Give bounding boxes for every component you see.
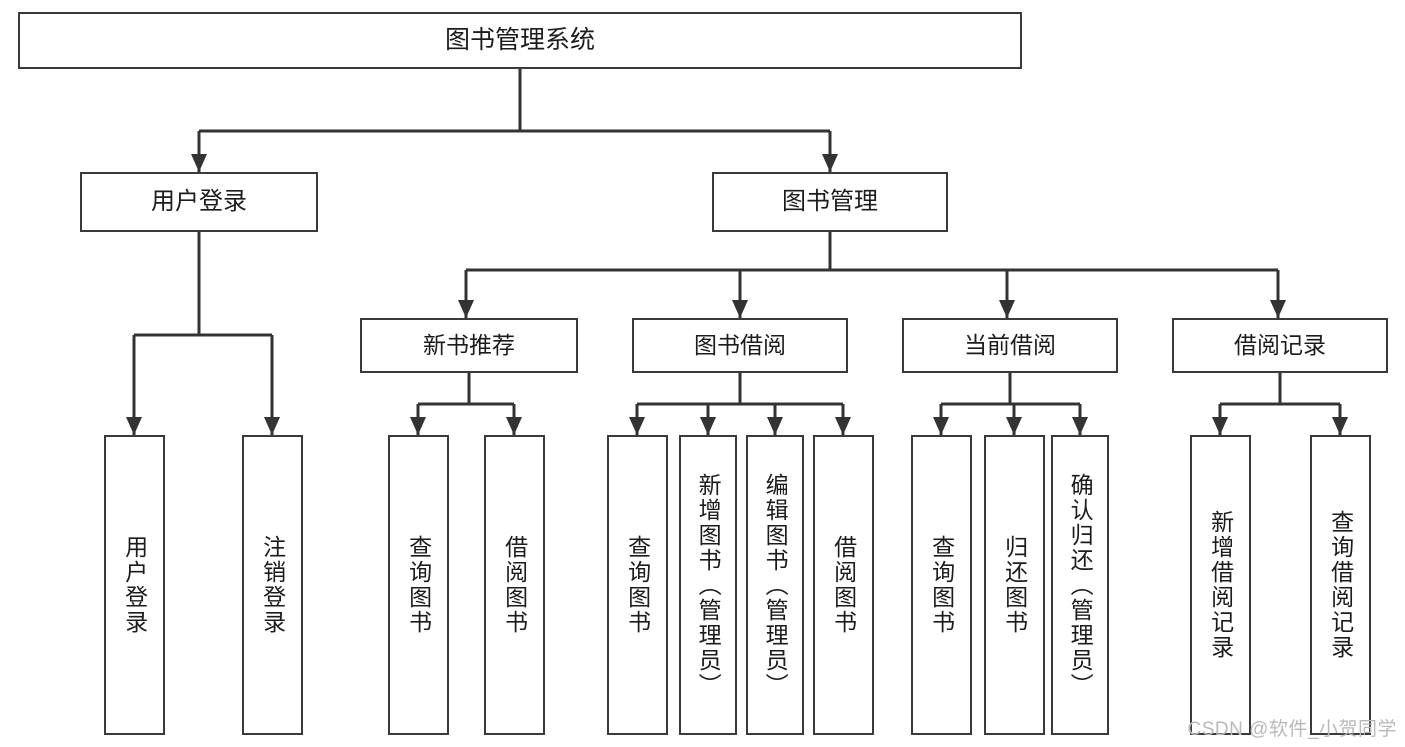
node-label: 注销登录 xyxy=(259,535,286,635)
arrowhead-icon xyxy=(822,154,838,172)
arrowhead-icon xyxy=(1270,300,1286,318)
node-label: 新增借阅记录 xyxy=(1207,510,1234,660)
arrowhead-icon xyxy=(767,417,783,435)
node-leaf-borrow-book-2[interactable]: 借阅图书 xyxy=(813,435,874,735)
node-label: 用户登录 xyxy=(151,187,247,215)
arrowhead-icon xyxy=(458,300,474,318)
node-leaf-confirm-return[interactable]: 确认归还（管理员） xyxy=(1051,435,1109,735)
arrowhead-icon xyxy=(700,417,716,435)
node-label: 借阅图书 xyxy=(830,535,857,635)
node-leaf-user-login[interactable]: 用户登录 xyxy=(104,435,165,735)
arrowhead-icon xyxy=(629,417,645,435)
node-borrow-record[interactable]: 借阅记录 xyxy=(1172,318,1388,373)
arrowhead-icon xyxy=(999,300,1015,318)
node-leaf-query-record[interactable]: 查询借阅记录 xyxy=(1310,435,1371,735)
arrowhead-icon xyxy=(1006,417,1022,435)
arrowhead-icon xyxy=(1332,417,1348,435)
node-leaf-query-book-1[interactable]: 查询图书 xyxy=(388,435,449,735)
arrowhead-icon xyxy=(1072,417,1088,435)
arrowhead-icon xyxy=(835,417,851,435)
node-leaf-user-logout[interactable]: 注销登录 xyxy=(242,435,303,735)
node-label: 查询借阅记录 xyxy=(1327,510,1354,660)
node-label: 当前借阅 xyxy=(964,331,1056,358)
node-leaf-add-record[interactable]: 新增借阅记录 xyxy=(1190,435,1251,735)
arrowhead-icon xyxy=(933,417,949,435)
node-label: 编辑图书（管理员） xyxy=(762,472,789,698)
node-label: 图书管理 xyxy=(782,187,878,215)
node-root[interactable]: 图书管理系统 xyxy=(18,12,1022,69)
node-label: 用户登录 xyxy=(121,535,148,635)
node-label: 图书借阅 xyxy=(694,331,786,358)
node-new-book-recommend[interactable]: 新书推荐 xyxy=(360,318,578,373)
node-label: 查询图书 xyxy=(624,535,651,635)
node-book-borrow[interactable]: 图书借阅 xyxy=(632,318,848,373)
node-leaf-return-book[interactable]: 归还图书 xyxy=(984,435,1045,735)
node-leaf-query-book-3[interactable]: 查询图书 xyxy=(911,435,972,735)
node-label: 借阅记录 xyxy=(1234,331,1326,358)
arrowhead-icon xyxy=(191,154,207,172)
node-label: 新增图书（管理员） xyxy=(695,472,722,698)
arrowhead-icon xyxy=(1212,417,1228,435)
node-leaf-query-book-2[interactable]: 查询图书 xyxy=(607,435,668,735)
node-label: 归还图书 xyxy=(1001,535,1028,635)
node-leaf-edit-book[interactable]: 编辑图书（管理员） xyxy=(746,435,804,735)
node-leaf-add-book[interactable]: 新增图书（管理员） xyxy=(679,435,737,735)
node-current-borrow[interactable]: 当前借阅 xyxy=(902,318,1118,373)
arrowhead-icon xyxy=(264,417,280,435)
node-label: 新书推荐 xyxy=(423,331,515,358)
node-label: 确认归还（管理员） xyxy=(1067,472,1094,698)
arrowhead-icon xyxy=(410,417,426,435)
node-label: 查询图书 xyxy=(405,535,432,635)
arrowhead-icon xyxy=(732,300,748,318)
arrowhead-icon xyxy=(126,417,142,435)
node-label: 图书管理系统 xyxy=(444,25,595,54)
node-user-login[interactable]: 用户登录 xyxy=(80,172,318,232)
arrowhead-icon xyxy=(506,417,522,435)
csdn-watermark: CSDN @软件_小贺同学 xyxy=(1187,719,1397,740)
node-label: 借阅图书 xyxy=(501,535,528,635)
node-book-manage[interactable]: 图书管理 xyxy=(712,172,948,232)
node-label: 查询图书 xyxy=(928,535,955,635)
node-leaf-borrow-book-1[interactable]: 借阅图书 xyxy=(484,435,545,735)
